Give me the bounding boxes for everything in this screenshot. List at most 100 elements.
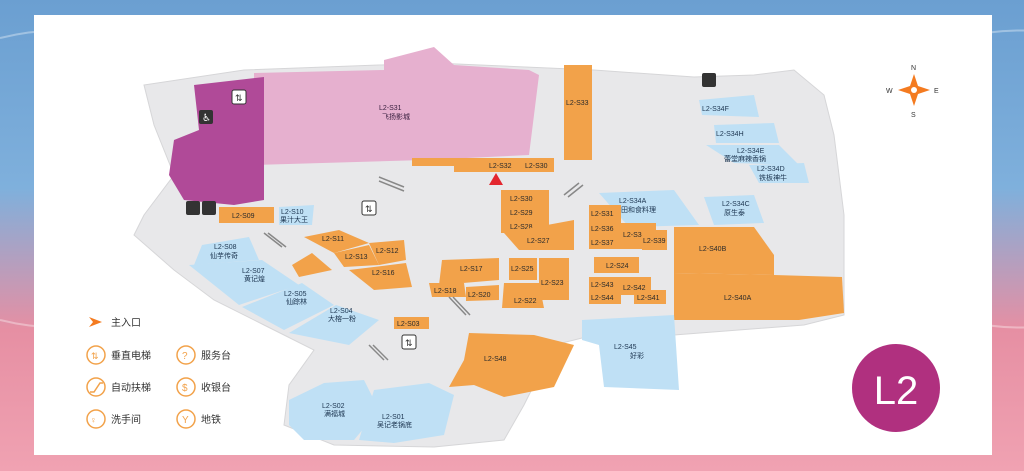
- shop-s05-name: 仙踪林: [286, 297, 307, 306]
- restroom-icon: [186, 201, 216, 215]
- shop-s45-name: 好彩: [630, 351, 644, 360]
- shop-s13-code: L2-S13: [345, 254, 368, 261]
- shop-s01[interactable]: [359, 383, 454, 443]
- shop-s29-code: L2-S29: [510, 210, 533, 217]
- shop-s40b[interactable]: [674, 227, 774, 275]
- compass-icon: [898, 74, 930, 106]
- legend: 主入口 ⇅ 垂直电梯 自动扶梯 ♀ 洗手间 ? 服务台 $ 收银台 Y 地铁: [86, 317, 231, 429]
- shop-s34a-name: 筋田和食料理: [614, 205, 656, 214]
- legend-elevator: 垂直电梯: [111, 349, 151, 362]
- shop-s34f[interactable]: [699, 95, 759, 117]
- shop-s30[interactable]: [501, 190, 549, 205]
- shop-s34e-code: L2-S34E: [737, 148, 765, 155]
- floor-map: L2-S31 飞扬影城 L2-S33 L2-S32 L2-S30 L2-S34F…: [86, 47, 940, 448]
- shop-s22[interactable]: [502, 283, 544, 308]
- shop-s25-code: L2-S25: [511, 266, 534, 273]
- shop-s13[interactable]: [334, 245, 379, 267]
- shop-s20[interactable]: [466, 285, 499, 301]
- shop-s17[interactable]: [439, 258, 499, 285]
- shop-s07[interactable]: [189, 260, 299, 305]
- shop-s12[interactable]: [369, 240, 406, 265]
- shop-s34d[interactable]: [749, 163, 809, 183]
- shop-s34a[interactable]: [599, 190, 699, 227]
- shop-s45[interactable]: [582, 315, 679, 390]
- floor-badge-label: L2: [874, 369, 919, 413]
- shop-s43[interactable]: [589, 277, 621, 290]
- shop-s30b[interactable]: [524, 158, 554, 172]
- shop-small-strip[interactable]: [412, 158, 454, 166]
- shop-s24-code: L2-S24: [606, 263, 629, 270]
- shop-s10[interactable]: [279, 205, 314, 225]
- shop-s31-block[interactable]: [254, 47, 539, 165]
- shop-s30b-code: L2-S30: [525, 163, 548, 170]
- shop-s41[interactable]: [634, 290, 666, 304]
- shop-s20-code: L2-S20: [468, 292, 491, 299]
- shop-s04-code: L2-S04: [330, 308, 353, 315]
- service-glyph: ?: [182, 351, 188, 362]
- shop-s32-code: L2-S32: [489, 163, 512, 170]
- shop-s34e[interactable]: [706, 145, 799, 165]
- shop-center-small[interactable]: [292, 253, 332, 277]
- shop-s23-code: L2-S23: [541, 280, 564, 287]
- cashier-glyph: $: [182, 383, 188, 394]
- shop-s44[interactable]: [589, 290, 621, 304]
- shop-s36[interactable]: [589, 221, 621, 235]
- shop-s17-code: L2-S17: [460, 266, 483, 273]
- shop-s08[interactable]: [194, 237, 259, 265]
- shop-s38-code: L2-S38: [623, 232, 646, 239]
- shop-s23[interactable]: [539, 258, 569, 300]
- elevator-icon: ⇅: [361, 200, 377, 216]
- shop-s24[interactable]: [594, 257, 639, 273]
- shop-s33[interactable]: [564, 65, 592, 160]
- shop-s02-name: 满福城: [324, 409, 345, 418]
- shop-s44-code: L2-S44: [591, 295, 614, 302]
- svg-text:⇅: ⇅: [365, 204, 373, 214]
- shop-s22-code: L2-S22: [514, 298, 537, 305]
- shop-s07-name: 黄记煌: [244, 274, 265, 283]
- shop-s34c[interactable]: [704, 195, 764, 225]
- elevator-icon: ⇅: [401, 334, 417, 350]
- shop-s11[interactable]: [304, 230, 369, 253]
- shop-s03[interactable]: [394, 317, 429, 329]
- shop-s34c-name: 原生泰: [724, 208, 745, 217]
- shop-s31-dark-block[interactable]: [169, 77, 264, 205]
- shop-s09[interactable]: [219, 207, 274, 223]
- shop-s40a-code: L2-S40A: [724, 295, 752, 302]
- shop-s05[interactable]: [242, 283, 334, 330]
- shop-s40b-code: L2-S40B: [699, 246, 727, 253]
- escalator-legend-icon: [86, 377, 106, 397]
- shop-s48-code: L2-S48: [484, 356, 507, 363]
- shop-s48[interactable]: [449, 333, 574, 397]
- service-legend-icon: [176, 345, 196, 365]
- shop-s08-name: 仙芋传奇: [210, 251, 238, 260]
- shop-s37-code: L2-S37: [591, 240, 614, 247]
- shop-s34h-code: L2-S34H: [716, 131, 744, 138]
- shop-s18[interactable]: [429, 283, 466, 297]
- shop-s07-code: L2-S07: [242, 268, 265, 275]
- shop-s43-code: L2-S43: [591, 282, 614, 289]
- compass-e: E: [934, 88, 939, 95]
- shop-s34f-code: L2-S34F: [702, 106, 729, 113]
- shop-s37[interactable]: [589, 235, 621, 249]
- shop-s29[interactable]: [501, 205, 549, 219]
- shop-s11-code: L2-S11: [322, 236, 344, 243]
- shop-s04[interactable]: [289, 305, 379, 345]
- shop-s34h[interactable]: [714, 123, 779, 143]
- shop-s39[interactable]: [642, 230, 667, 250]
- shop-s45-code: L2-S45: [614, 344, 637, 351]
- shop-s31a[interactable]: [589, 205, 621, 221]
- shop-s16[interactable]: [349, 263, 412, 290]
- floor-badge: [852, 344, 940, 432]
- shop-s04-name: 大榕一粉: [328, 314, 356, 323]
- shop-s27[interactable]: [504, 220, 574, 250]
- svg-text:⇅: ⇅: [235, 93, 243, 103]
- shop-s10-name: 果汁大王: [280, 215, 308, 224]
- restroom-legend-icon: [86, 409, 106, 429]
- shop-s40a[interactable]: [674, 273, 844, 320]
- shop-s32[interactable]: [454, 158, 524, 172]
- shop-s25[interactable]: [509, 258, 537, 280]
- shop-s42-code: L2-S42: [623, 285, 646, 292]
- elevator-icon: ⇅: [231, 89, 247, 105]
- shop-s02[interactable]: [289, 380, 379, 440]
- elevator-glyph: ⇅: [91, 351, 99, 361]
